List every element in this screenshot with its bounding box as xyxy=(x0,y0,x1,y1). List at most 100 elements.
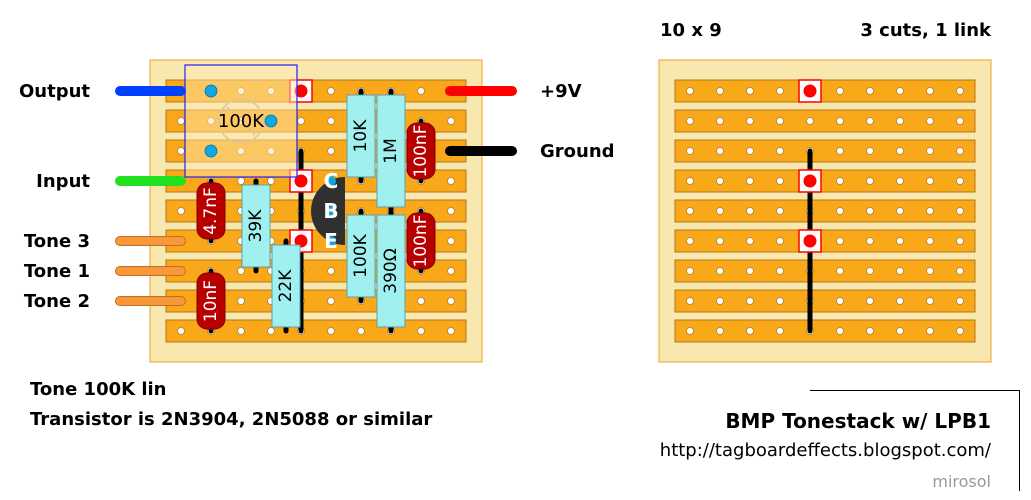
hole xyxy=(447,327,455,335)
hole xyxy=(956,297,964,305)
component-label: 100nF xyxy=(411,214,431,267)
note-transistor: Transistor is 2N3904, 2N5088 or similar xyxy=(30,409,433,430)
hole xyxy=(716,267,724,275)
hole xyxy=(327,87,335,95)
hole xyxy=(806,117,814,125)
hole xyxy=(926,147,934,155)
hole xyxy=(746,207,754,215)
hole xyxy=(926,207,934,215)
hole xyxy=(237,267,245,275)
cut-marker xyxy=(803,84,817,98)
cuts-links-label: 3 cuts, 1 link xyxy=(860,20,991,41)
hole xyxy=(686,327,694,335)
hole xyxy=(866,147,874,155)
hole xyxy=(716,207,724,215)
copper-strip xyxy=(674,109,976,133)
hole xyxy=(776,177,784,185)
hole xyxy=(297,117,305,125)
hole xyxy=(327,267,335,275)
capacitor xyxy=(406,212,436,270)
wire-label: Output xyxy=(19,81,90,102)
hole xyxy=(686,237,694,245)
hole xyxy=(956,177,964,185)
hole xyxy=(686,87,694,95)
hole xyxy=(716,147,724,155)
wire-label: Tone 3 xyxy=(24,231,90,252)
capacitor xyxy=(196,272,226,330)
hole xyxy=(896,267,904,275)
component-label: 4.7nF xyxy=(201,187,221,235)
hole xyxy=(716,237,724,245)
hole xyxy=(746,117,754,125)
hole xyxy=(776,327,784,335)
hole xyxy=(776,207,784,215)
hole xyxy=(417,87,425,95)
hole xyxy=(746,87,754,95)
hole xyxy=(746,267,754,275)
hole xyxy=(716,87,724,95)
hole xyxy=(896,177,904,185)
component-label: 10nF xyxy=(201,280,221,322)
hole xyxy=(177,147,185,155)
capacitor xyxy=(406,122,436,180)
hole xyxy=(746,177,754,185)
hole xyxy=(686,117,694,125)
hole xyxy=(956,327,964,335)
hole xyxy=(716,117,724,125)
hole xyxy=(716,297,724,305)
hole xyxy=(686,207,694,215)
wire-label: Tone 1 xyxy=(24,261,90,282)
hole xyxy=(686,297,694,305)
cuts-board xyxy=(658,59,992,363)
hole xyxy=(866,327,874,335)
hole xyxy=(896,297,904,305)
hole xyxy=(836,237,844,245)
copper-strip xyxy=(674,259,976,283)
hole xyxy=(447,237,455,245)
hole xyxy=(327,327,335,335)
hole xyxy=(447,267,455,275)
pot-label: 100K xyxy=(218,111,265,132)
hole xyxy=(776,87,784,95)
cut-marker xyxy=(803,174,817,188)
hole xyxy=(447,177,455,185)
hole xyxy=(776,117,784,125)
component-label: 100K xyxy=(351,233,371,277)
pot-shaft xyxy=(218,98,264,144)
hole xyxy=(237,177,245,185)
hole xyxy=(776,297,784,305)
copper-strip xyxy=(674,79,976,103)
source-url[interactable]: http://tagboardeffects.blogspot.com/ xyxy=(659,440,991,461)
pot-pin xyxy=(204,144,218,158)
wire-label: +9V xyxy=(540,81,582,102)
hole xyxy=(926,267,934,275)
hole xyxy=(746,147,754,155)
transistor-pin xyxy=(326,176,336,186)
transistor-pin-label: C xyxy=(324,169,339,193)
hole xyxy=(896,237,904,245)
hole xyxy=(237,327,245,335)
pot-slot xyxy=(226,106,256,136)
hole xyxy=(327,117,335,125)
hole xyxy=(836,297,844,305)
hole xyxy=(447,297,455,305)
hole xyxy=(956,237,964,245)
copper-strip xyxy=(674,319,976,343)
cut-marker xyxy=(294,234,308,248)
hole xyxy=(866,237,874,245)
resistor xyxy=(376,94,406,208)
hole xyxy=(926,177,934,185)
hole xyxy=(357,327,365,335)
hole xyxy=(956,267,964,275)
resistor xyxy=(346,214,376,298)
cut-marker xyxy=(294,174,308,188)
pot-pin xyxy=(204,84,218,98)
hole xyxy=(177,327,185,335)
hole xyxy=(836,177,844,185)
hole xyxy=(327,147,335,155)
component-label: 390Ω xyxy=(381,248,401,293)
transistor-pin xyxy=(326,206,336,216)
hole xyxy=(836,267,844,275)
hole xyxy=(267,177,275,185)
wire-label: Input xyxy=(36,171,90,192)
